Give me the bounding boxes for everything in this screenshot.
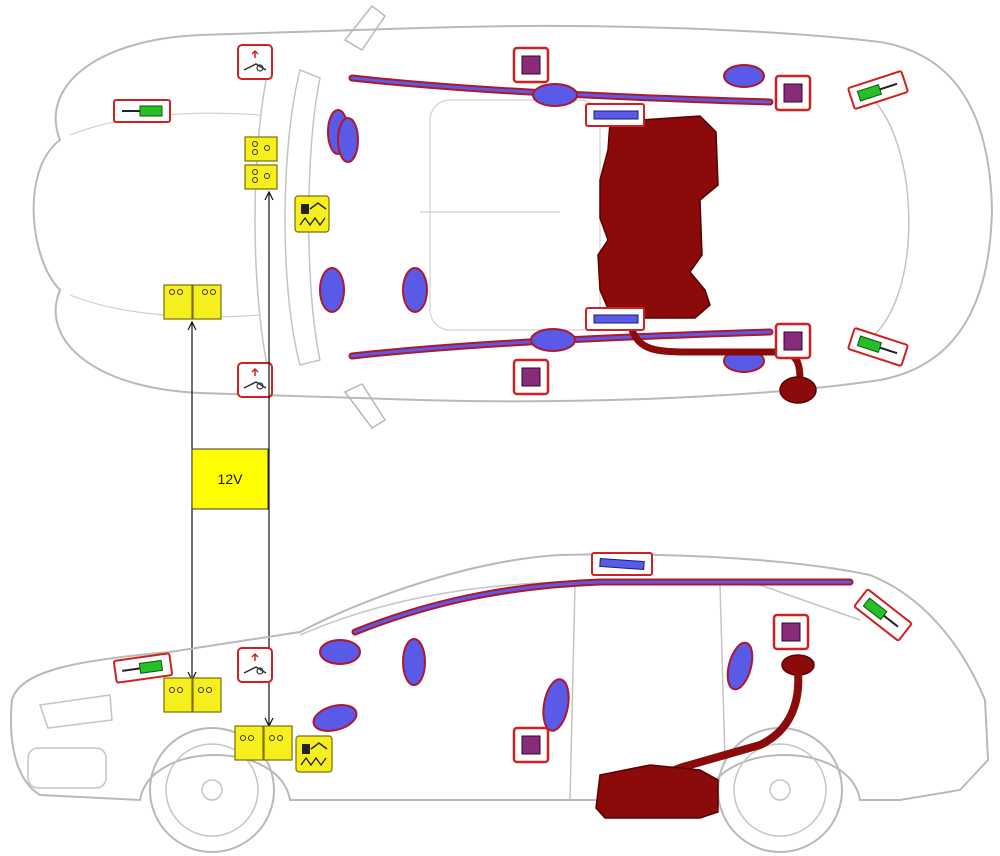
fuel-sensor-marker-3	[774, 322, 812, 360]
hood-lifter-marker-side	[237, 647, 273, 683]
top-view-rear-window	[859, 89, 910, 346]
side-view-airbag-steering	[402, 638, 426, 686]
voltage-label-box	[191, 448, 269, 510]
top-view-cabin-floor	[429, 99, 601, 331]
side-airbag-rear-left	[723, 64, 765, 88]
side-view-body-outline	[9, 553, 990, 802]
gas-strut-marker-hood-side	[113, 652, 173, 684]
gas-generator-icon-side	[295, 735, 333, 773]
side-view-c-pillar	[719, 584, 726, 761]
rear-wheel	[717, 727, 843, 853]
battery-icon-top-main	[163, 284, 222, 320]
gas-generator-icon-top	[294, 195, 330, 233]
fuel-tank-top	[597, 115, 719, 319]
side-view-airbag-knee	[312, 704, 358, 732]
fuel-sensor-marker-side-1	[772, 613, 810, 651]
side-view-airbag-dash	[319, 639, 361, 665]
gas-strut-marker-tailgate-side	[853, 588, 913, 642]
top-view-windshield	[284, 68, 321, 366]
fuel-filler-cap-top	[779, 376, 817, 404]
top-view-left-mirror	[343, 4, 387, 52]
gas-strut-marker-tailgate-right	[847, 327, 909, 367]
battery-icon-side-main	[163, 677, 222, 713]
hood-lifter-marker-top-left	[237, 44, 273, 80]
fuel-sensor-marker-side-2	[512, 726, 550, 764]
fuel-sensor-marker-2	[774, 74, 812, 112]
knee-airbag	[402, 267, 428, 313]
side-view	[9, 552, 990, 853]
side-view-b-pillar	[569, 584, 576, 801]
side-airbag-front-right	[530, 328, 576, 352]
top-view-hood-crease-2	[69, 294, 261, 318]
voltage-label: 12V	[218, 471, 244, 487]
front-airbag-passenger	[319, 267, 345, 313]
top-view-body-outline	[32, 24, 994, 403]
side-view-airbag-seat-rear	[726, 641, 754, 691]
inflator-marker-roof	[591, 552, 653, 576]
battery-icon-side-aux	[234, 725, 293, 761]
front-airbag-driver-b	[337, 117, 359, 163]
hood-lifter-marker-top-right	[237, 362, 273, 398]
top-view-right-mirror	[343, 383, 387, 429]
inflator-marker-right	[585, 307, 645, 331]
curtain-airbag-side-inner	[353, 580, 852, 634]
fuel-sensor-marker-4	[512, 358, 550, 396]
inflator-marker-left	[585, 103, 645, 127]
top-view	[32, 4, 994, 429]
side-airbag-front-left	[532, 83, 578, 107]
side-view-airbag-seat-front	[542, 678, 570, 732]
gas-strut-marker-hood	[113, 99, 171, 123]
fuel-filler-pipe-top	[628, 328, 804, 381]
fuel-tank-side	[595, 764, 719, 819]
top-view-hood-line	[254, 59, 271, 381]
front-grille	[27, 747, 107, 789]
fuel-sensor-marker-1	[512, 46, 550, 84]
headlight	[38, 694, 113, 729]
battery-icon-top-pair	[244, 136, 278, 190]
front-wheel	[149, 727, 275, 853]
gas-strut-marker-tailgate-left	[847, 70, 909, 110]
